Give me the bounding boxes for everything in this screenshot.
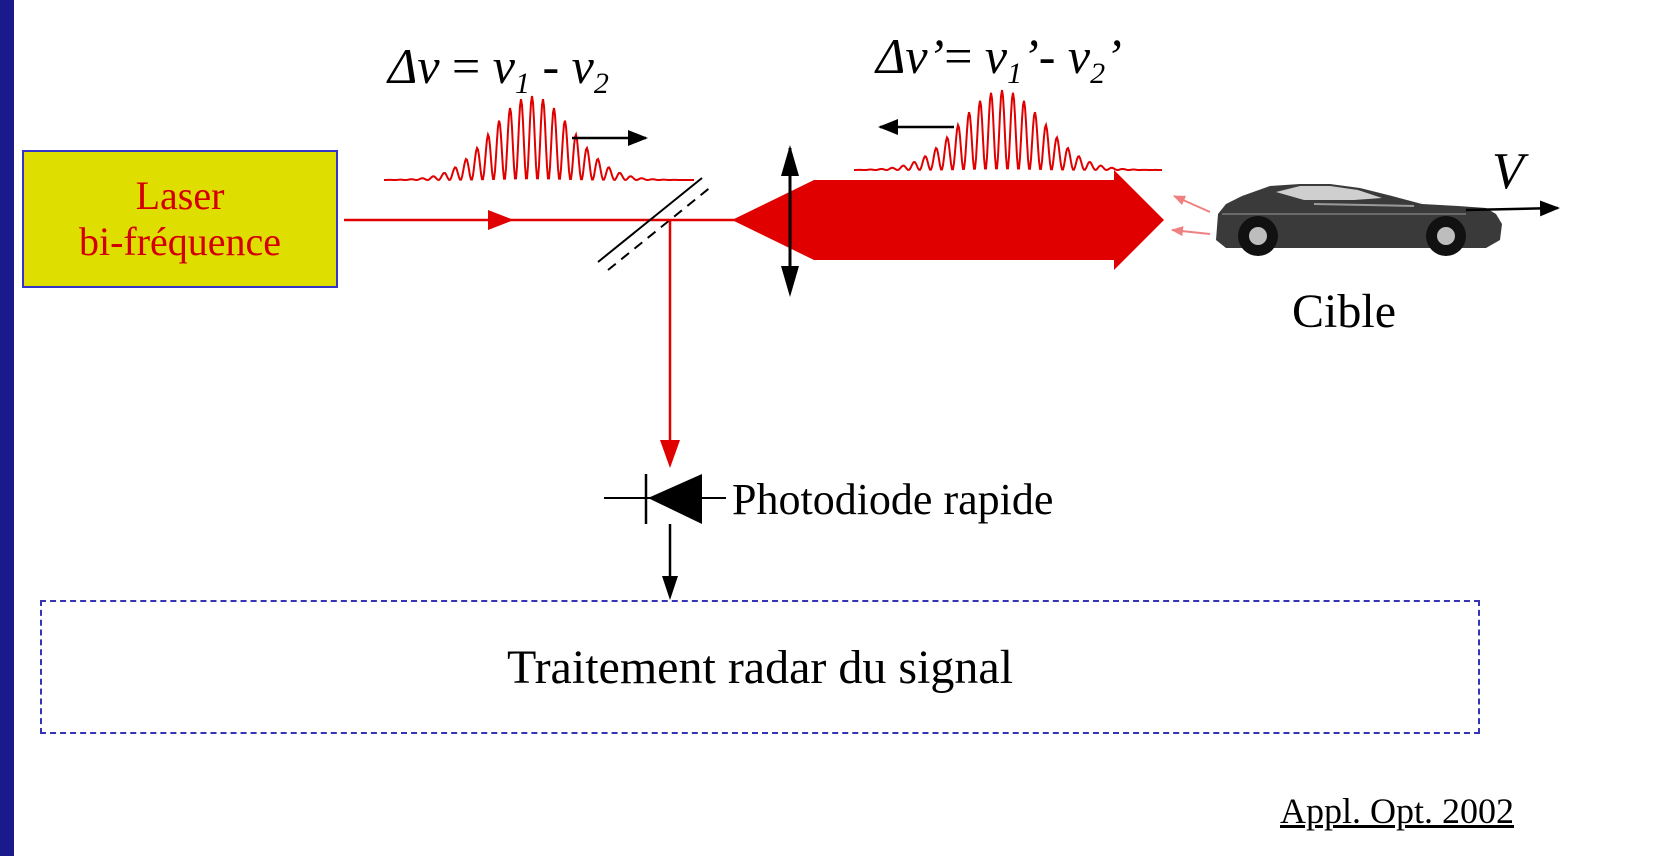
laser-label-line1: Laser — [135, 173, 225, 218]
optical-diagram — [344, 89, 1560, 600]
laser-label-line2: bi-fréquence — [78, 219, 282, 264]
photodiode-label: Photodiode rapide — [732, 475, 1054, 524]
reflection-arrow-upper — [1173, 195, 1211, 213]
signal-processing-box: Traitement radar du signal — [40, 600, 1480, 734]
beam-direction-marker — [488, 210, 514, 230]
signal-to-processing-arrowhead — [662, 576, 678, 600]
beam-to-photodiode-arrowhead — [660, 440, 680, 468]
processing-label: Traitement radar du signal — [506, 640, 1014, 694]
car-icon — [1216, 184, 1502, 256]
reflection-arrow-lower — [1171, 226, 1211, 237]
laser-source: Laser bi-fréquence — [22, 150, 338, 288]
lens-bottom-tip — [781, 266, 799, 297]
beam-splitter — [597, 177, 703, 263]
beam-splitter-back — [607, 185, 713, 271]
citation: Appl. Opt. 2002 — [1280, 791, 1514, 831]
emitted-frequency-formula: Δν = ν1 - ν2 — [388, 38, 609, 100]
photodiode-icon — [648, 474, 702, 524]
velocity-label: V — [1492, 143, 1524, 200]
velocity-arrow — [1465, 200, 1560, 217]
slide: Laser bi-fréquence Δν = ν1 - ν2 Δν’= ν1’… — [14, 0, 1669, 856]
emitted-wave-packet — [383, 95, 695, 181]
returned-wave-packet — [853, 89, 1162, 171]
target-label: Cible — [1292, 285, 1396, 338]
expanded-beam — [732, 170, 1164, 270]
lens-top-tip — [781, 145, 799, 176]
returned-frequency-formula: Δν’= ν1’- ν2’ — [876, 28, 1122, 90]
